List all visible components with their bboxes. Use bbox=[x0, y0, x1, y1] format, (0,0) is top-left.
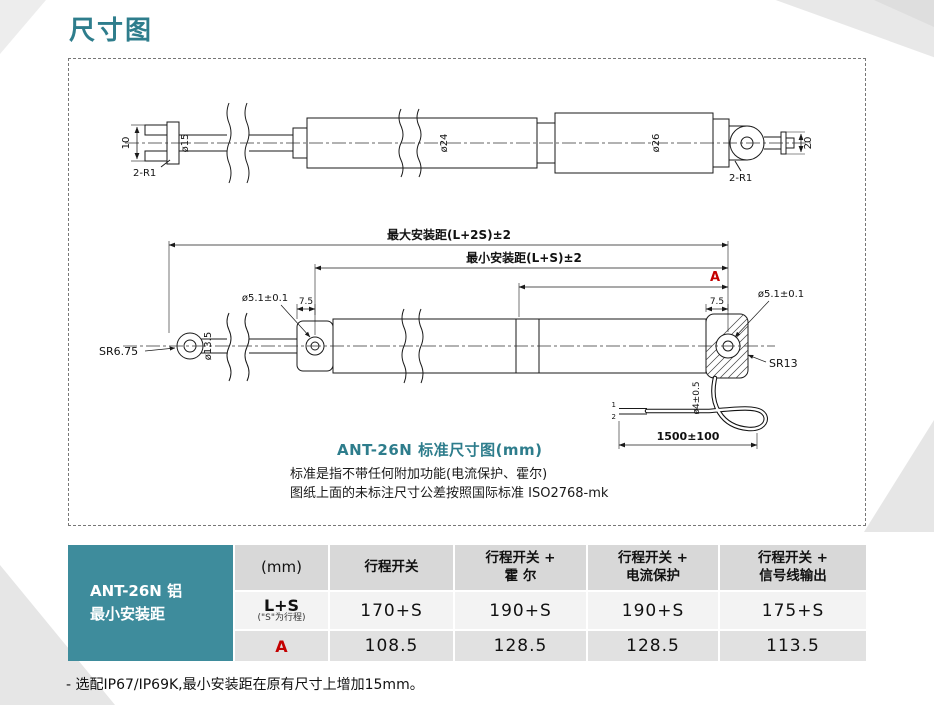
drawing-caption: ANT-26N 标准尺寸图(mm) bbox=[337, 441, 543, 459]
dim-label-min-distance: 最小安装距(L+S)±2 bbox=[466, 250, 582, 265]
wire-label-1: 1 bbox=[612, 401, 616, 409]
page-title: 尺寸图 bbox=[69, 16, 154, 46]
table-row-label-ls: L+S ("S"为行程) bbox=[235, 592, 328, 629]
edge-decoration-right bbox=[864, 420, 934, 532]
dim-label-10: 10 bbox=[121, 137, 132, 150]
dim-label-max-distance: 最大安装距(L+2S)±2 bbox=[387, 227, 511, 242]
spec-value-cell: 108.5 bbox=[330, 631, 453, 661]
spec-value-cell: 190+S bbox=[455, 592, 586, 629]
table-col-header-current-protection: 行程开关 + 电流保护 bbox=[588, 545, 718, 590]
dim-label-d24: ø24 bbox=[439, 134, 450, 153]
spec-value-cell: 113.5 bbox=[720, 631, 866, 661]
drawing-panel: 10 ø15 2-R1 ø24 ø26 20 2-R1 bbox=[68, 58, 866, 526]
dim-label-hole-right: ø5.1±0.1 bbox=[758, 289, 804, 300]
spec-value-cell: 128.5 bbox=[455, 631, 586, 661]
drawing-note-1: 标准是指不带任何附加功能(电流保护、霍尔) bbox=[290, 467, 548, 482]
table-side-header-line2: 最小安装距 bbox=[90, 605, 166, 623]
actuator-installation-view: 最大安装距(L+2S)±2 最小安装距(L+S)±2 A SR6.75 ø13.… bbox=[99, 227, 804, 449]
spec-value-cell: 128.5 bbox=[588, 631, 718, 661]
actuator-top-view: 10 ø15 2-R1 ø24 ø26 20 2-R1 bbox=[121, 102, 814, 184]
dim-label-d135: ø13.5 bbox=[203, 332, 214, 360]
corner-decoration-top-left bbox=[0, 0, 46, 54]
spec-value-cell: 175+S bbox=[720, 592, 866, 629]
dim-label-hole-left: ø5.1±0.1 bbox=[242, 293, 288, 304]
dim-label-cable-diameter: ø4±0.5 bbox=[692, 381, 702, 414]
table-unit-header: (mm) bbox=[235, 545, 328, 590]
table-side-header-line1: ANT-26N 铝 bbox=[90, 581, 183, 600]
dim-label-2r1-right: 2-R1 bbox=[729, 173, 752, 184]
spec-value-cell: 170+S bbox=[330, 592, 453, 629]
wire-label-2: 2 bbox=[612, 413, 616, 421]
dim-label-75-right: 7.5 bbox=[710, 297, 724, 307]
dim-label-d26: ø26 bbox=[651, 134, 662, 153]
dim-label-sr675: SR6.75 bbox=[99, 345, 138, 358]
spec-table: ANT-26N 铝 最小安装距 (mm) 行程开关 行程开关 + 霍 尔 行程开… bbox=[68, 545, 866, 661]
dimension-drawing: 10 ø15 2-R1 ø24 ø26 20 2-R1 bbox=[99, 102, 814, 449]
dim-label-a: A bbox=[710, 270, 720, 285]
dim-label-75-left: 7.5 bbox=[299, 297, 313, 307]
table-col-header-hall: 行程开关 + 霍 尔 bbox=[455, 545, 586, 590]
row-label-ls-text: L+S bbox=[263, 595, 300, 615]
drawing-note-2: 图纸上面的未标注尺寸公差按照国际标准 ISO2768-mk bbox=[290, 486, 609, 501]
table-col-header-travel-switch: 行程开关 bbox=[330, 545, 453, 590]
spec-value-cell: 190+S bbox=[588, 592, 718, 629]
dim-label-cable-length: 1500±100 bbox=[657, 430, 720, 443]
dim-label-d15: ø15 bbox=[180, 134, 191, 153]
table-side-header: ANT-26N 铝 最小安装距 bbox=[68, 545, 233, 661]
table-row-label-a: A bbox=[235, 631, 328, 661]
dim-label-20: 20 bbox=[803, 137, 814, 150]
dim-label-sr13: SR13 bbox=[769, 357, 798, 370]
dim-label-2r1-left: 2-R1 bbox=[133, 168, 156, 179]
table-col-header-signal-output: 行程开关 + 信号线输出 bbox=[720, 545, 866, 590]
row-label-ls-note: ("S"为行程) bbox=[257, 613, 306, 624]
footnote: - 选配IP67/IP69K,最小安装距在原有尺寸上增加15mm。 bbox=[66, 677, 424, 693]
